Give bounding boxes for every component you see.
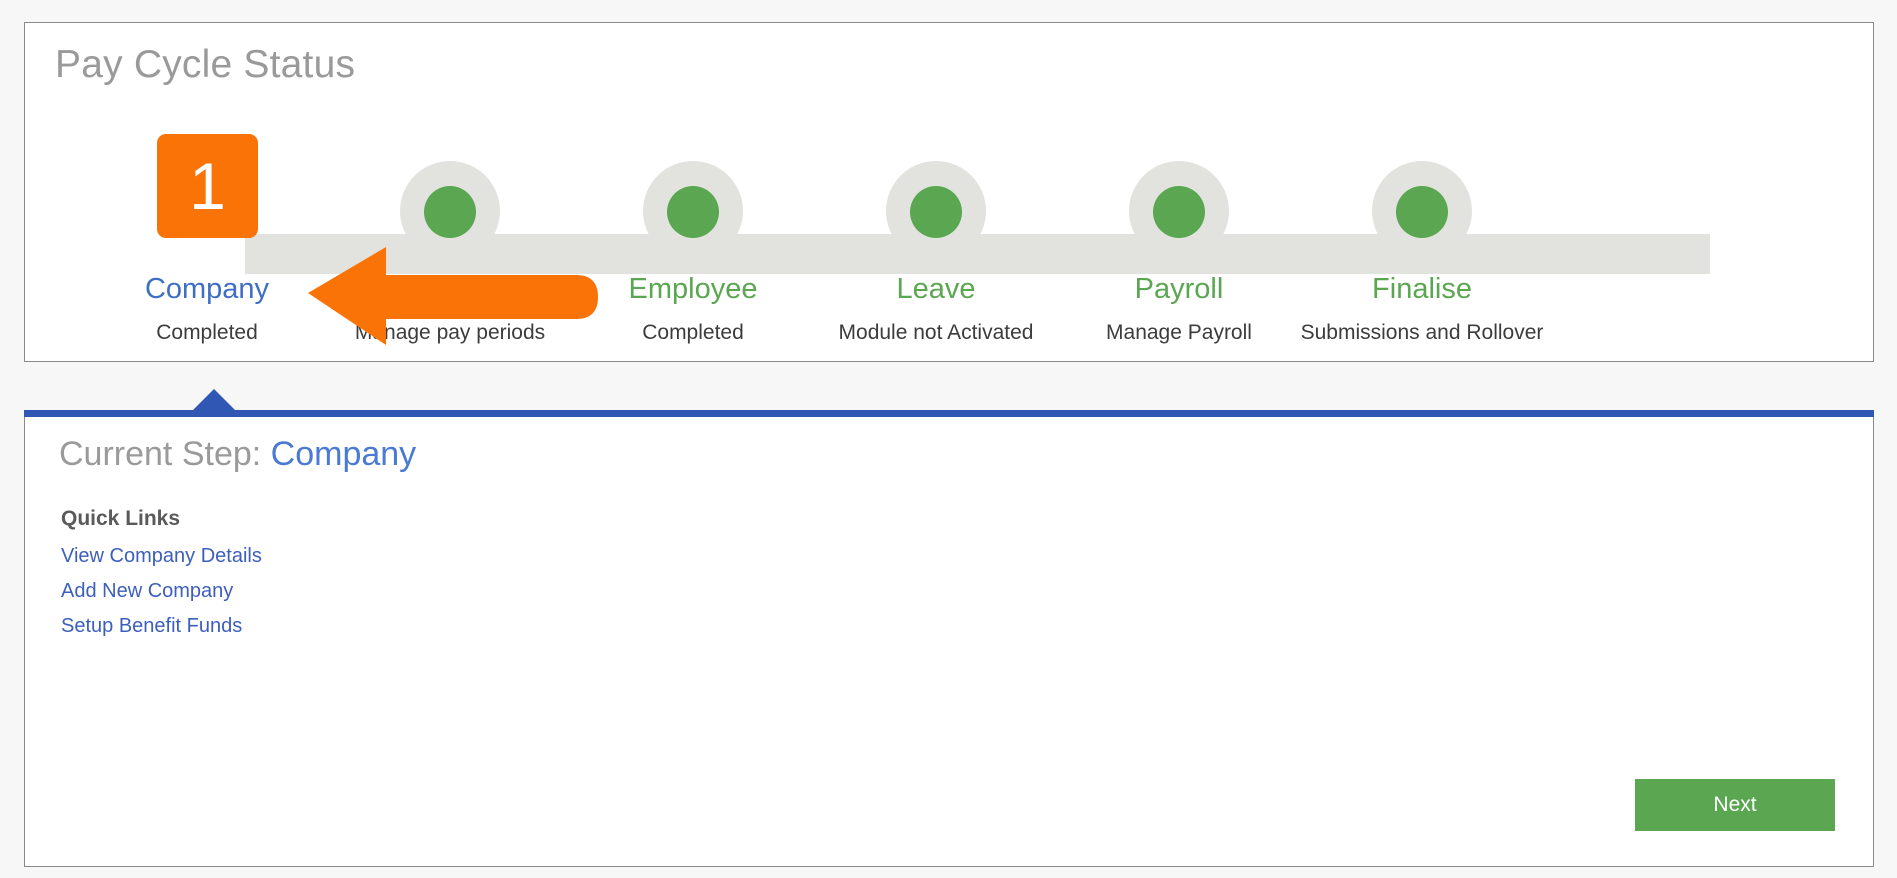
step-leave-label[interactable]: Leave	[896, 273, 976, 305]
step-employee-label[interactable]: Employee	[628, 273, 758, 305]
step-employee-node	[543, 101, 843, 271]
step-employee-status: Completed	[642, 321, 744, 344]
detail-panel-accent-bar	[24, 410, 1874, 419]
step-finalise-node	[1272, 101, 1572, 271]
step-company-label[interactable]: Company	[144, 273, 270, 305]
current-step-value: Company	[270, 435, 417, 473]
step-complete-dot	[424, 186, 476, 238]
current-step-prefix: Current Step:	[59, 435, 262, 473]
next-button[interactable]: Next	[1635, 779, 1835, 831]
step-payroll-label[interactable]: Payroll	[1134, 273, 1224, 305]
step-finalise-status: Submissions and Rollover	[1300, 321, 1544, 344]
step-payroll-node	[1029, 101, 1329, 271]
step-complete-dot	[667, 186, 719, 238]
step-employee[interactable]: Employee Completed	[543, 101, 843, 344]
current-step-heading: Current Step: Company	[59, 435, 416, 474]
step-leave[interactable]: Leave Module not Activated	[786, 101, 1086, 344]
quick-links-heading: Quick Links	[61, 507, 181, 530]
step-pay-periods-node	[300, 101, 600, 271]
step-finalise[interactable]: Finalise Submissions and Rollover	[1272, 101, 1572, 344]
step-payroll-status: Manage Payroll	[1106, 321, 1252, 344]
page-title: Pay Cycle Status	[55, 43, 356, 86]
step-complete-dot	[1153, 186, 1205, 238]
step-company-status: Completed	[156, 321, 258, 344]
current-step-panel: Current Step: Company Quick Links View C…	[24, 417, 1874, 867]
step-complete-dot	[910, 186, 962, 238]
step-leave-status: Module not Activated	[838, 321, 1034, 344]
link-setup-benefit-funds[interactable]: Setup Benefit Funds	[61, 615, 243, 637]
step-leave-node	[786, 101, 1086, 271]
step-company[interactable]: 1 Company Completed	[57, 101, 357, 344]
link-view-company-details[interactable]: View Company Details	[61, 545, 262, 567]
link-add-new-company[interactable]: Add New Company	[61, 580, 234, 602]
step-company-node: 1	[57, 101, 357, 271]
pay-cycle-stepper: 1 Company Completed Manage pay periods	[25, 101, 1873, 346]
step-payroll[interactable]: Payroll Manage Payroll	[1029, 101, 1329, 344]
step-complete-dot	[1396, 186, 1448, 238]
pay-cycle-status-panel: Pay Cycle Status 1 Company Completed Man…	[24, 22, 1874, 362]
step-finalise-label[interactable]: Finalise	[1372, 273, 1472, 305]
quick-links-list: View Company Details Add New Company Set…	[61, 545, 262, 650]
detail-panel-caret-icon	[190, 389, 238, 413]
step-number-badge: 1	[157, 134, 258, 238]
